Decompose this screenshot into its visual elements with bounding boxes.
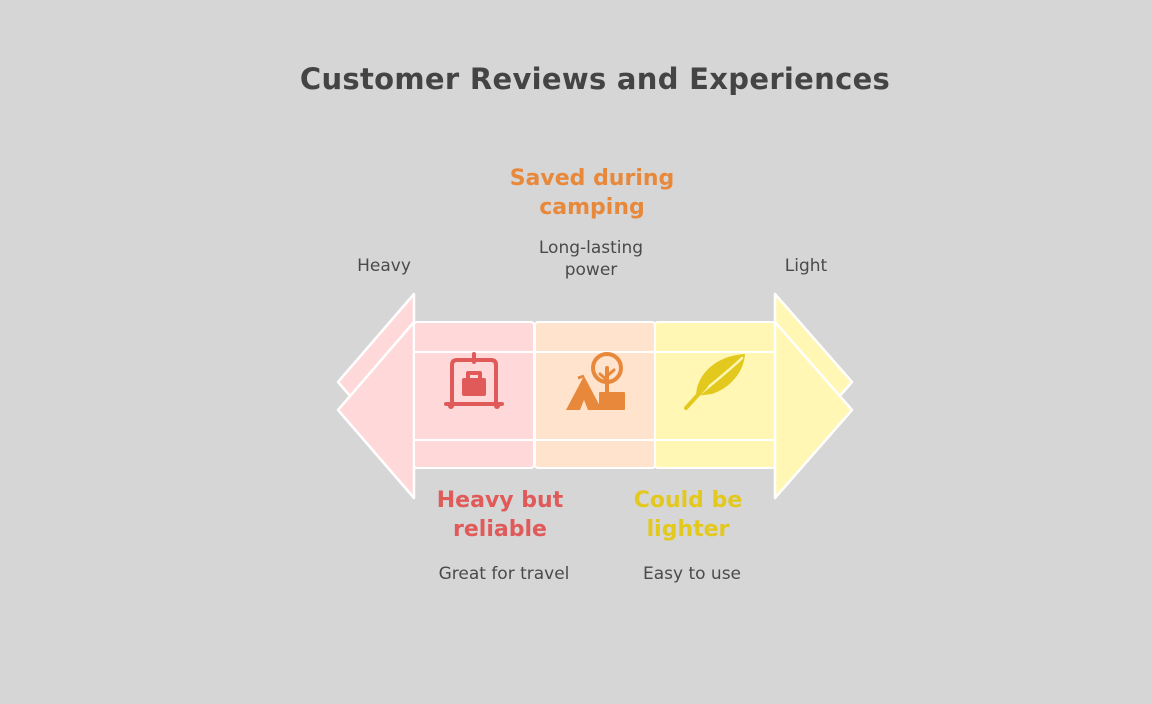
segment-description-heavy: Great for travel (438, 564, 570, 584)
segment-description-camping: Long-lasting power (538, 238, 644, 280)
segment-heading-camping: Saved during camping (509, 166, 675, 220)
feather-icon (684, 354, 745, 410)
segment-description-lighter: Easy to use (642, 564, 742, 584)
scale-left-label: Heavy (357, 256, 411, 276)
camping-tent-tree-icon (566, 352, 625, 410)
segment-camping (534, 321, 656, 469)
scale-right-label: Light (784, 256, 828, 276)
segment-lighter (654, 321, 776, 469)
right-arrow-head (773, 292, 854, 500)
diagram-title: Customer Reviews and Experiences (299, 62, 891, 96)
segment-heading-heavy: Heavy but reliable (436, 488, 564, 542)
segment-heading-lighter: Could be lighter (633, 488, 743, 542)
luggage-cart-icon (444, 352, 504, 409)
left-arrow-head (336, 292, 416, 500)
